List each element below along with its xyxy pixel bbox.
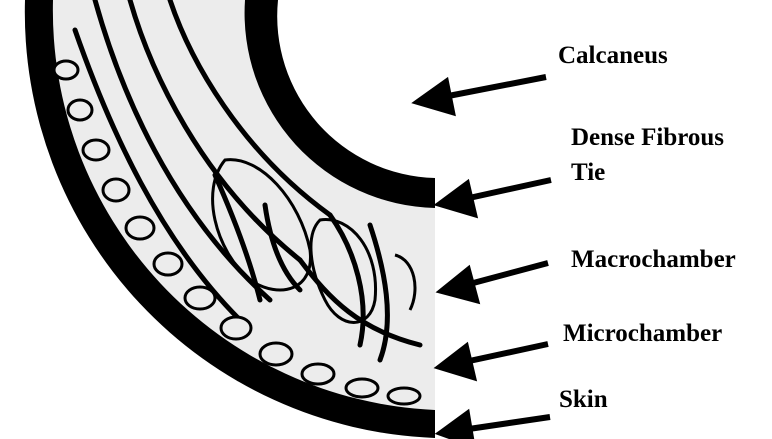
arrow-microchamber [440, 344, 548, 377]
label-macrochamber: Macrochamber [571, 247, 736, 272]
arrow-calcaneus [418, 77, 546, 112]
label-dense-fibrous-tie-line2: Tie [571, 160, 605, 185]
label-calcaneus: Calcaneus [558, 43, 668, 68]
arrow-macrochamber [442, 263, 548, 300]
pointer-arrows [418, 77, 551, 439]
arrow-skin [441, 414, 550, 439]
arrow-dense-fibrous-tie [440, 180, 551, 214]
label-skin: Skin [559, 387, 608, 412]
label-dense-fibrous-tie-line1: Dense Fibrous [571, 125, 724, 150]
label-microchamber: Microchamber [563, 321, 722, 346]
